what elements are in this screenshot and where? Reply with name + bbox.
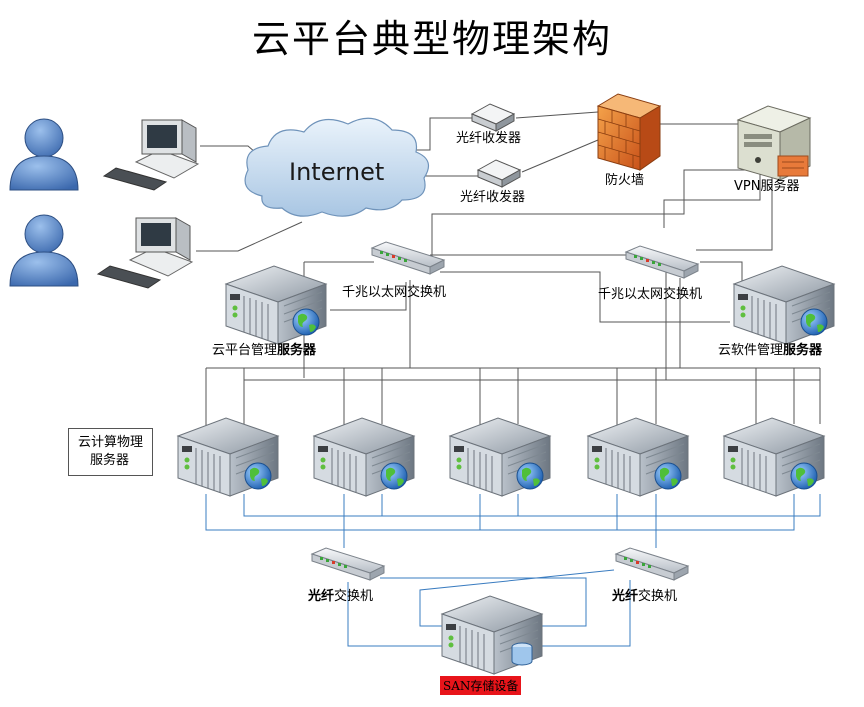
fiber-transceiver-icon — [471, 103, 515, 132]
gigabit-switch-icon — [371, 241, 445, 275]
fiber-switch-label-bold: 光纤 — [308, 589, 335, 604]
gigabit-switch-icon — [625, 245, 699, 279]
firewall-icon — [596, 93, 662, 171]
diagram-title: 云平台典型物理架构 — [251, 17, 612, 61]
compute-server-icon — [177, 417, 279, 497]
cloud-software-mgmt-label: 云软件管理服务器 — [718, 344, 822, 357]
compute-servers-callout: 云计算物理 服务器 — [68, 428, 154, 476]
san-storage-icon — [441, 595, 543, 675]
gigabit-switch-label: 千兆以太网交换机 — [598, 287, 703, 302]
gigabit-switch-label: 千兆以太网交换机 — [342, 285, 447, 300]
fiber-switch-label-bold: 光纤 — [612, 589, 639, 604]
internet-label: Internet — [289, 158, 385, 186]
compute-server-icon — [723, 417, 825, 497]
firewall-label: 防火墙 — [605, 173, 645, 188]
compute-server-icon — [313, 417, 415, 497]
fiber-switch-label-rest: 交换机 — [334, 589, 374, 604]
cloud-software-mgmt-label-bold: 服务器 — [783, 343, 823, 358]
fiber-switch-label: 光纤交换机 — [308, 590, 373, 603]
user-icon — [9, 118, 79, 191]
cloud-platform-mgmt-server-icon — [225, 265, 327, 345]
fiber-transceiver-icon — [477, 159, 521, 188]
user-icon — [9, 214, 79, 287]
san-storage-label: SAN存储设备 — [440, 676, 522, 695]
vpn-server-label: VPN服务器 — [734, 179, 800, 194]
cloud-platform-mgmt-label-prefix: 云平台管理 — [212, 343, 278, 358]
compute-servers-callout-line2: 服务器 — [90, 453, 130, 468]
fiber-switch-label: 光纤交换机 — [612, 590, 677, 603]
cloud-platform-mgmt-label: 云平台管理服务器 — [212, 344, 316, 357]
compute-servers-callout-line1: 云计算物理 — [78, 435, 144, 450]
compute-server-icon — [449, 417, 551, 497]
fiber-transceiver-label: 光纤收发器 — [456, 131, 522, 146]
fiber-switch-icon — [311, 547, 385, 581]
desktop-pc-icon — [97, 217, 193, 289]
vpn-server-icon — [736, 105, 812, 181]
fiber-switch-label-rest: 交换机 — [638, 589, 678, 604]
desktop-pc-icon — [103, 119, 199, 191]
cloud-platform-mgmt-label-bold: 服务器 — [277, 343, 317, 358]
cloud-software-mgmt-label-prefix: 云软件管理 — [718, 343, 784, 358]
compute-server-icon — [587, 417, 689, 497]
fiber-switch-icon — [615, 547, 689, 581]
fiber-transceiver-label: 光纤收发器 — [460, 190, 526, 205]
san-connections — [205, 494, 821, 647]
internet-cloud-icon — [244, 117, 430, 217]
cloud-software-mgmt-server-icon — [733, 265, 835, 345]
